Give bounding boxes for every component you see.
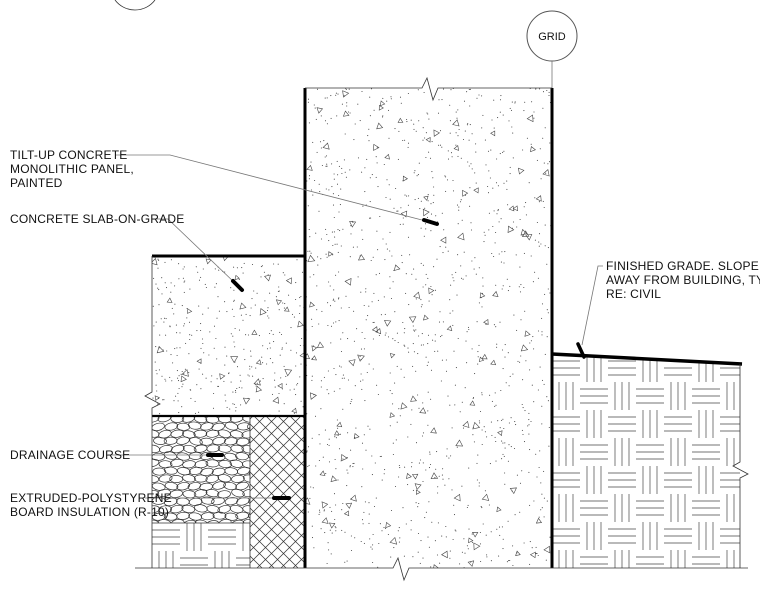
label-drainage-course: DRAINAGE COURSE: [10, 448, 130, 462]
panel-concrete-hatch: [305, 88, 552, 568]
svg-text:CONCRETE SLAB-ON-GRADE: CONCRETE SLAB-ON-GRADE: [10, 212, 184, 226]
label-xps-insulation: EXTRUDED-POLYSTYRENE BOARD INSULATION (R…: [10, 491, 172, 519]
section-bottom-line: [135, 556, 748, 582]
leader-ticks: [206, 218, 439, 500]
label-tilt-up-panel: TILT-UP CONCRETE MONOLITHIC PANEL, PAINT…: [10, 148, 134, 190]
svg-text:FINISHED GRADE. SLOPE: FINISHED GRADE. SLOPE: [606, 259, 759, 273]
drainage-course: [151, 416, 251, 568]
insulation-crosshatch: [250, 416, 305, 568]
tilt-up-panel: [303, 76, 554, 568]
slab-concrete-hatch: [152, 256, 305, 416]
svg-text:RE: CIVIL: RE: CIVIL: [606, 287, 661, 301]
slab-on-grade: [144, 254, 305, 418]
leaders: [108, 154, 603, 499]
finished-grade-line: [551, 342, 749, 568]
earth-hatch: [552, 354, 740, 568]
svg-text:EXTRUDED-POLYSTYRENE: EXTRUDED-POLYSTYRENE: [10, 491, 172, 505]
earth-hatch-left: [152, 523, 250, 568]
svg-text:AWAY FROM BUILDING, TYP.: AWAY FROM BUILDING, TYP.: [606, 273, 760, 287]
svg-text:DRAINAGE COURSE: DRAINAGE COURSE: [10, 448, 130, 462]
svg-text:PAINTED: PAINTED: [10, 176, 63, 190]
label-finished-grade: FINISHED GRADE. SLOPE AWAY FROM BUILDING…: [606, 259, 760, 301]
callout-circle-fragment: [114, 0, 156, 11]
svg-text:MONOLITHIC PANEL,: MONOLITHIC PANEL,: [10, 162, 134, 176]
label-slab-on-grade: CONCRETE SLAB-ON-GRADE: [10, 212, 184, 226]
svg-text:TILT-UP CONCRETE: TILT-UP CONCRETE: [10, 148, 127, 162]
svg-text:BOARD INSULATION (R-10): BOARD INSULATION (R-10): [10, 505, 169, 519]
grid-marker: GRID: [526, 10, 578, 88]
grid-label: GRID: [538, 31, 566, 43]
